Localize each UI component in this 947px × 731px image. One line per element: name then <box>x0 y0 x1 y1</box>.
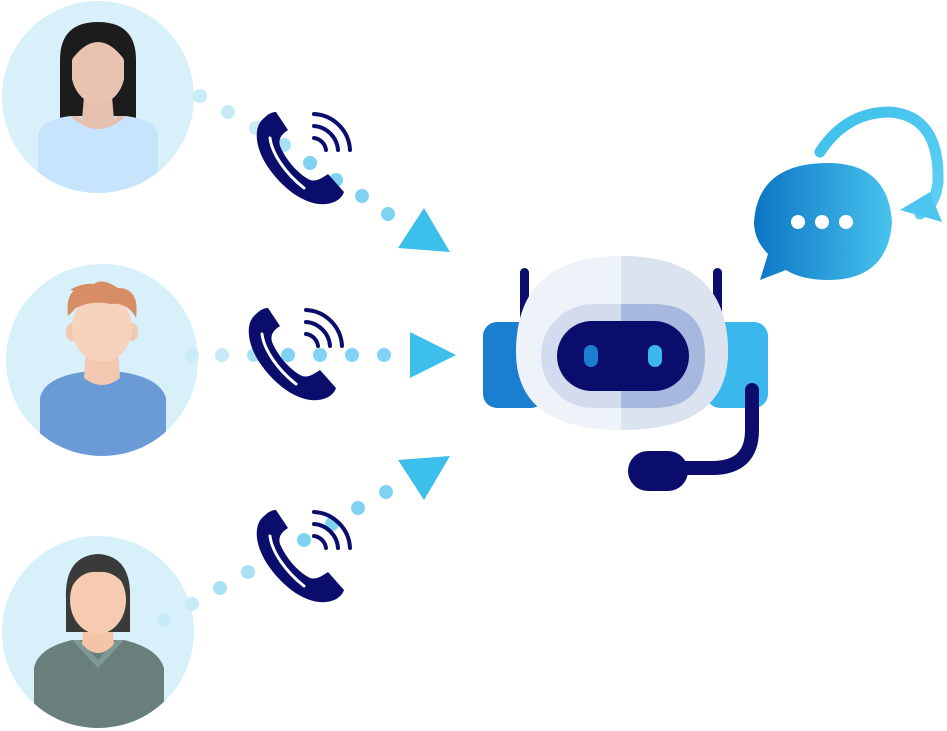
connector-bottom <box>157 456 450 627</box>
connector-middle <box>185 332 456 378</box>
robot-mic <box>628 451 688 491</box>
chat-bubble-refresh-icon <box>754 106 944 280</box>
person-avatar-icon <box>2 536 194 728</box>
arrow-head <box>410 332 456 378</box>
arrow-head <box>398 208 450 252</box>
man-avatar-icon <box>6 264 198 456</box>
robot-agent-headset-icon <box>483 256 768 491</box>
arrow-head <box>398 456 450 500</box>
phone-ringing-icon <box>256 510 352 603</box>
woman-avatar-icon <box>2 1 194 193</box>
robot-face-screen <box>557 321 689 391</box>
phone-ringing-icon <box>256 112 352 205</box>
phone-ringing-icon <box>248 308 344 401</box>
